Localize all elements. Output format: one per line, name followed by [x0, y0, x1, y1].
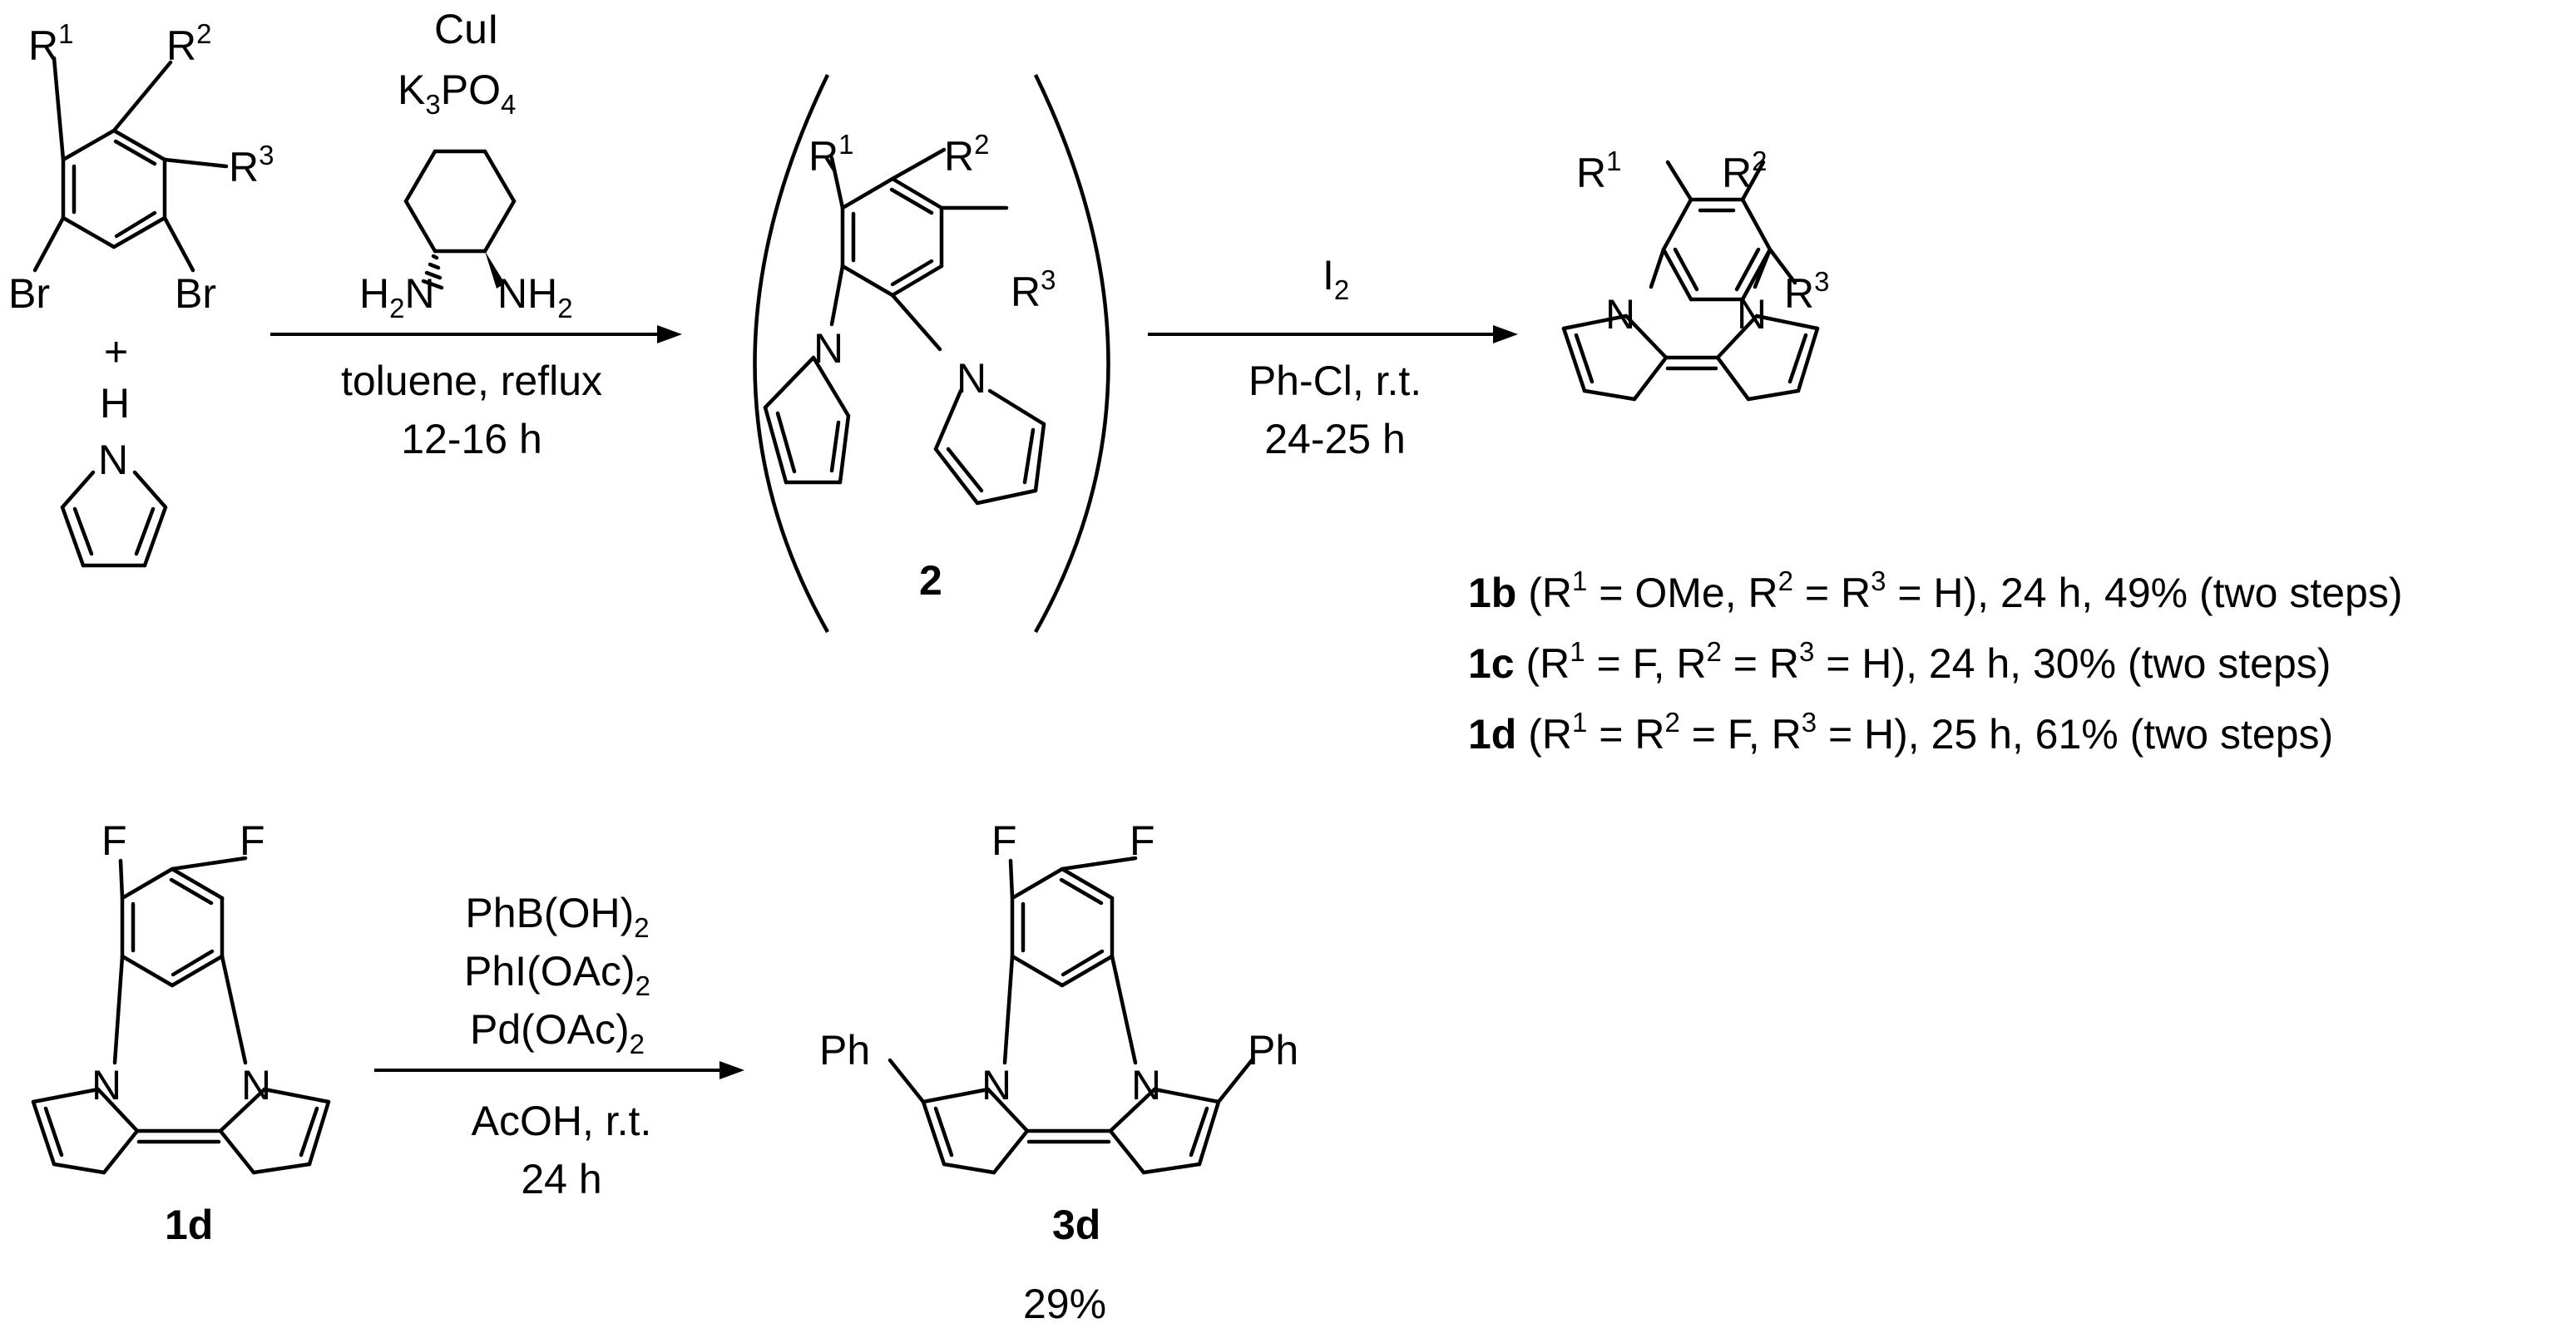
- int-r2-label: R2: [944, 129, 989, 180]
- compound-1d-structure: [31, 856, 331, 1175]
- prod-n-right-label: N: [1737, 291, 1767, 338]
- compound-1d-label: 1d: [165, 1202, 213, 1248]
- 3d-n-left-label: N: [981, 1062, 1011, 1108]
- 3d-f-left-label: F: [991, 817, 1017, 864]
- prod-n-left-label: N: [1605, 291, 1635, 338]
- 1d-n-left-label: N: [91, 1062, 121, 1108]
- br-left-label: Br: [8, 270, 50, 317]
- plus-sign: +: [104, 328, 128, 375]
- intermediate-2-structure: [763, 147, 1046, 506]
- cui-reagent: CuI: [434, 6, 499, 52]
- compound-3d-label: 3d: [1052, 1202, 1100, 1248]
- dibromobenzene-structure: [32, 56, 229, 273]
- pyrrole-h-label: H: [100, 380, 130, 427]
- br-right-label: Br: [175, 270, 216, 317]
- diamine-right-nh2: NH2: [497, 270, 573, 323]
- result-1b: 1b (R1 = OMe, R2 = R3 = H), 24 h, 49% (t…: [1468, 565, 2403, 616]
- prod-r3-label: R3: [1784, 266, 1829, 317]
- int-n-left-label: N: [813, 325, 843, 372]
- step2-conditions-solvent: Ph-Cl, r.t.: [1248, 358, 1421, 404]
- 3d-n-right-label: N: [1131, 1062, 1161, 1108]
- result-1d: 1d (R1 = R2 = F, R3 = H), 25 h, 61% (two…: [1468, 707, 2333, 758]
- palladium-acetate-reagent: Pd(OAc)2: [470, 1006, 645, 1059]
- 1d-f-left-label: F: [101, 817, 127, 864]
- step1-conditions-solvent: toluene, reflux: [341, 358, 602, 404]
- 1d-f-right-label: F: [240, 817, 265, 864]
- step3-conditions-solvent: AcOH, r.t.: [472, 1098, 652, 1144]
- compound-2-label: 2: [919, 557, 942, 604]
- iodine-reagent: I2: [1323, 252, 1349, 305]
- r2-label: R2: [166, 18, 211, 69]
- right-parenthesis: [1033, 74, 1110, 634]
- prod-r1-label: R1: [1576, 146, 1621, 196]
- r3-label: R3: [229, 140, 274, 190]
- int-r1-label: R1: [808, 129, 853, 180]
- step2-arrow: [1148, 325, 1518, 343]
- compound-3d-yield: 29%: [1023, 1281, 1106, 1327]
- k3po4-reagent: K3PO4: [398, 67, 516, 120]
- 3d-ph-left-label: Ph: [819, 1027, 870, 1074]
- compound-3d-structure: [888, 856, 1254, 1175]
- int-r3-label: R3: [1011, 264, 1056, 315]
- 3d-f-right-label: F: [1130, 817, 1155, 864]
- pyrrole-structure: [60, 470, 168, 568]
- step1-arrow: [270, 325, 682, 343]
- diamine-left-nh2: H2N: [359, 270, 435, 323]
- pyrrole-n-label: N: [98, 437, 128, 483]
- 1d-n-right-label: N: [241, 1062, 271, 1108]
- product-1-structure: [1561, 160, 1820, 402]
- 3d-ph-right-label: Ph: [1248, 1027, 1298, 1074]
- r1-label: R1: [28, 18, 73, 69]
- step2-conditions-time: 24-25 h: [1264, 416, 1406, 462]
- left-parenthesis: [753, 74, 830, 634]
- step3-conditions-time: 24 h: [521, 1156, 601, 1202]
- diamine-structure: [403, 149, 517, 290]
- result-1c: 1c (R1 = F, R2 = R3 = H), 24 h, 30% (two…: [1468, 636, 2331, 687]
- prod-r2-label: R2: [1722, 146, 1767, 196]
- phenylboronic-acid-reagent: PhB(OH)2: [465, 890, 649, 943]
- step1-conditions-time: 12-16 h: [401, 416, 542, 462]
- int-n-right-label: N: [957, 355, 986, 402]
- step3-arrow: [374, 1061, 744, 1079]
- pida-reagent: PhI(OAc)2: [464, 948, 650, 1001]
